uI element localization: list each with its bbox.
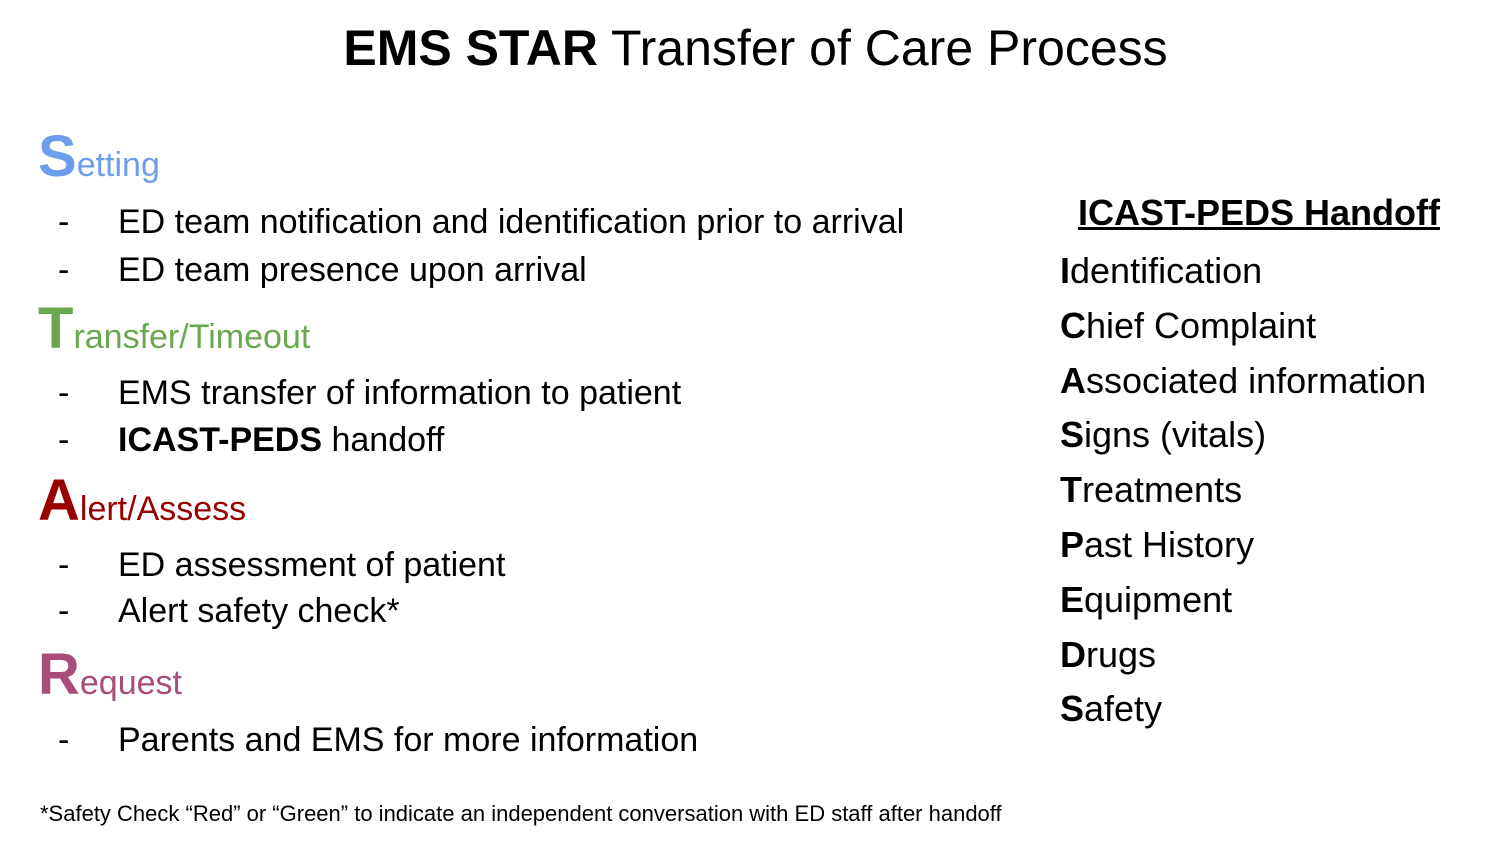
handoff-initial: T — [1060, 469, 1082, 511]
section-rest: equest — [79, 664, 182, 702]
title-rest: Transfer of Care Process — [597, 20, 1168, 76]
bullet-text: Parents and EMS for more information — [118, 721, 699, 759]
section-heading-transfer: Transfer/Timeout — [38, 300, 310, 358]
handoff-initial: S — [1060, 688, 1085, 730]
handoff-rest: quipment — [1084, 578, 1233, 620]
handoff-initial: I — [1060, 250, 1071, 291]
bullet-dash: - — [58, 592, 70, 630]
bullet-rest-text: handoff — [322, 421, 445, 459]
handoff-rest: rugs — [1086, 633, 1157, 675]
section-initial: A — [38, 468, 80, 533]
section-initial: T — [38, 296, 74, 361]
handoff-item: Treatments — [1060, 463, 1426, 518]
title-bold-part: EMS STAR — [343, 20, 598, 76]
handoff-initial: A — [1060, 359, 1086, 401]
bullet-text: ED assessment of patient — [118, 546, 506, 584]
bullet-dash: - — [58, 421, 70, 459]
handoff-title: ICAST-PEDS Handoff — [1078, 192, 1441, 233]
handoff-rest: reatments — [1082, 469, 1243, 511]
handoff-rest: ast History — [1084, 523, 1255, 565]
handoff-item: Safety — [1060, 682, 1426, 737]
handoff-item: Chief Complaint — [1060, 299, 1426, 354]
handoff-rest: ssociated information — [1086, 359, 1427, 401]
handoff-list: Identification Chief Complaint Associate… — [1060, 244, 1426, 737]
handoff-initial: S — [1060, 414, 1085, 456]
handoff-item: Associated information — [1060, 354, 1426, 409]
bullet-text: EMS transfer of information to patient — [118, 374, 682, 412]
handoff-item: Identification — [1060, 244, 1426, 299]
handoff-initial: E — [1060, 578, 1085, 620]
bullet-dash: - — [58, 251, 70, 289]
handoff-item: Equipment — [1060, 573, 1426, 628]
bullet-text: ICAST-PEDS handoff — [118, 420, 444, 460]
handoff-rest: igns (vitals) — [1084, 414, 1267, 456]
handoff-rest: afety — [1084, 688, 1163, 730]
section-initial: R — [38, 642, 80, 707]
bullet-dash: - — [58, 203, 70, 241]
page-title: EMS STAR Transfer of Care Process — [0, 20, 1511, 76]
footnote: *Safety Check “Red” or “Green” to indica… — [40, 801, 1002, 826]
handoff-rest: hief Complaint — [1086, 304, 1317, 346]
section-heading-alert: Alert/Assess — [38, 472, 246, 530]
bullet-bold-text: ICAST-PEDS — [118, 421, 323, 459]
bullet-text: ED team presence upon arrival — [118, 251, 587, 289]
bullet-text: ED team notification and identification … — [118, 203, 905, 241]
bullet-dash: - — [58, 721, 70, 759]
handoff-item: Past History — [1060, 518, 1426, 573]
bullet-text: Alert safety check* — [118, 592, 400, 630]
section-heading-request: Request — [38, 646, 182, 704]
bullet-dash: - — [58, 374, 70, 412]
handoff-item: Drugs — [1060, 628, 1426, 683]
section-heading-setting: Setting — [38, 128, 160, 186]
section-rest: lert/Assess — [79, 490, 247, 528]
handoff-initial: D — [1060, 633, 1086, 675]
handoff-rest: dentification — [1070, 250, 1263, 291]
section-initial: S — [38, 124, 77, 189]
handoff-initial: C — [1060, 304, 1086, 346]
section-rest: ransfer/Timeout — [73, 318, 311, 356]
bullet-dash: - — [58, 546, 70, 584]
section-rest: etting — [76, 146, 160, 184]
handoff-item: Signs (vitals) — [1060, 408, 1426, 463]
handoff-initial: P — [1060, 523, 1085, 565]
